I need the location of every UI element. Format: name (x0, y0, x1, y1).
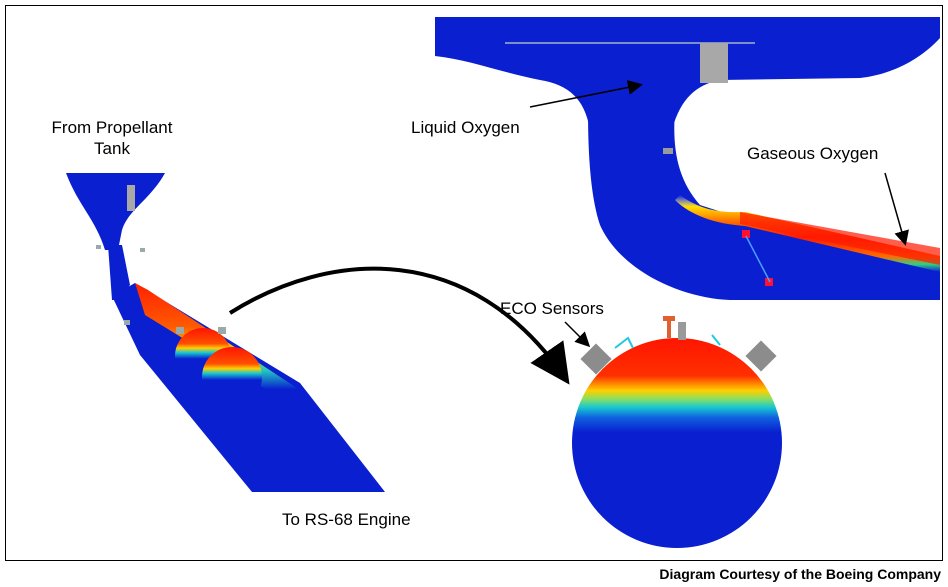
arrow-icon (564, 321, 591, 348)
arrow-icon (529, 79, 643, 108)
liquid-oxygen-label: Liquid Oxygen (411, 118, 520, 137)
zoomed-pipe (435, 17, 940, 300)
from-tank-label-line2: Tank (94, 139, 130, 158)
credit-text: Diagram Courtesy of the Boeing Company (659, 566, 941, 582)
tank-bottom (66, 173, 165, 250)
zoom-arrow (228, 266, 570, 385)
sensor-icon (580, 343, 612, 375)
from-tank-label: From Propellant Tank (40, 117, 184, 159)
from-tank-label-line1: From Propellant (51, 118, 173, 137)
arrow-icon (884, 172, 909, 246)
tank-strut (127, 185, 135, 211)
zoomed-pipe-body (588, 110, 940, 300)
sensor-icon (745, 340, 777, 372)
eco-sensors-label: ECO Sensors (500, 299, 604, 318)
sphere-body (572, 338, 782, 548)
gaseous-oxygen-label: Gaseous Oxygen (747, 144, 879, 163)
small-sphere-2 (202, 347, 262, 407)
zoomed-tank-bottom (435, 17, 940, 130)
eco-sphere (572, 316, 782, 548)
to-engine-label: To RS-68 Engine (282, 510, 411, 529)
zoomed-strut (700, 43, 728, 83)
left-pipe-assembly (66, 173, 385, 492)
